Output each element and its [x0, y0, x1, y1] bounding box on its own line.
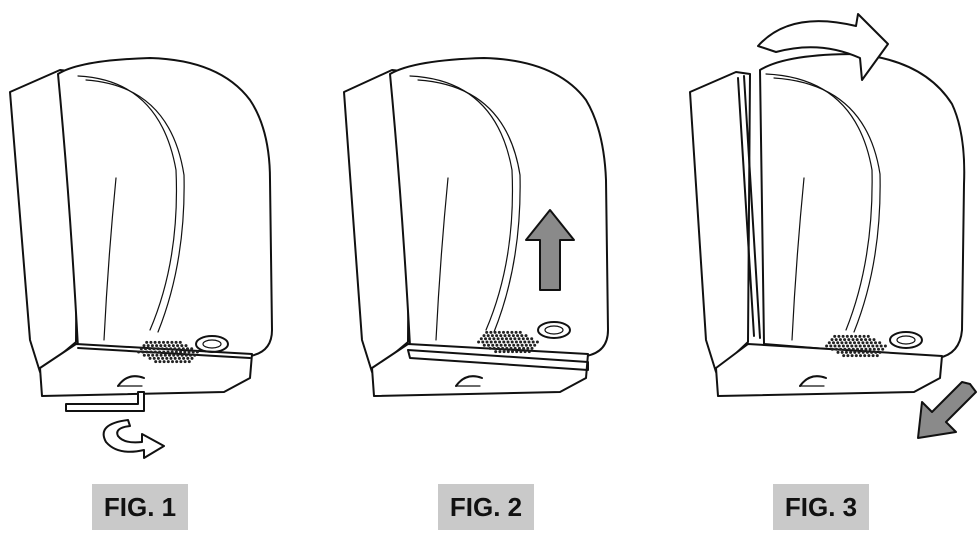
figure-label: FIG. 1	[92, 484, 188, 530]
down-left-arrow-icon	[917, 381, 977, 439]
figure-1: FIG. 1	[0, 0, 320, 539]
figure-label: FIG. 2	[438, 484, 534, 530]
hand-dryer-closed-drawing	[9, 57, 273, 459]
up-arrow-icon	[525, 209, 575, 291]
vent-grille	[477, 330, 539, 354]
figure-label: FIG. 3	[773, 484, 869, 530]
vent-grille	[137, 340, 199, 364]
rotate-arrow-icon	[102, 419, 165, 459]
hex-key-icon	[65, 391, 145, 412]
figure-3: FIG. 3	[660, 0, 980, 539]
vent-grille	[825, 334, 887, 358]
figure-2: FIG. 2	[330, 0, 650, 539]
hand-dryer-opened-drawing	[689, 13, 977, 439]
tilt-arrow-icon	[757, 13, 889, 81]
hand-dryer-unlocked-drawing	[343, 57, 609, 397]
